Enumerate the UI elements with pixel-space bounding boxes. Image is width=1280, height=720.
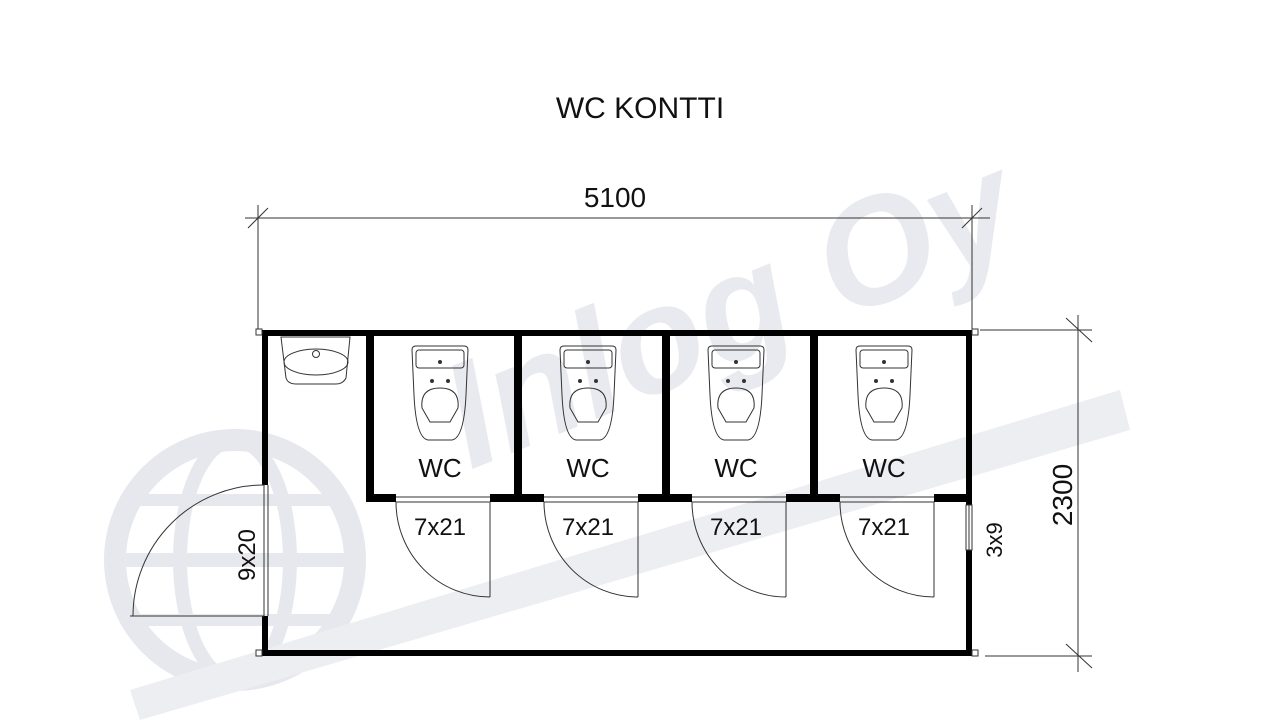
stall-label: WC (862, 453, 905, 483)
toilet-icon (411, 345, 469, 441)
entrance-door (130, 484, 269, 617)
toilet-icon (855, 345, 913, 441)
wc-stall: WC 7x21 (691, 345, 787, 598)
stall-door (543, 496, 639, 598)
stall-door-label: 7x21 (562, 514, 614, 541)
stall-label: WC (418, 453, 461, 483)
depth-dimension (980, 315, 1093, 672)
window-label: 3x9 (982, 522, 1007, 557)
stall-door-label: 7x21 (710, 514, 762, 541)
stall-door-label: 7x21 (858, 514, 910, 541)
toilet-icon (707, 345, 765, 441)
stall-label: WC (714, 453, 757, 483)
toilet-icon (559, 345, 617, 441)
stall-door-label: 7x21 (414, 514, 466, 541)
wc-stall: WC 7x21 (839, 345, 935, 598)
page-title: WC KONTTI (555, 92, 725, 125)
wc-stall: WC 7x21 (395, 345, 491, 598)
depth-label: 2300 (1047, 464, 1078, 526)
walls (262, 330, 972, 656)
stall-door (395, 496, 491, 598)
stall-door (839, 496, 935, 598)
width-dimension (245, 205, 990, 330)
window (965, 504, 973, 551)
stall-door (691, 496, 787, 598)
stall-label: WC (566, 453, 609, 483)
sink-icon (280, 336, 351, 385)
width-label: 5100 (584, 182, 646, 213)
entrance-door-label: 9x20 (234, 529, 261, 581)
wc-stall: WC 7x21 (543, 345, 639, 598)
